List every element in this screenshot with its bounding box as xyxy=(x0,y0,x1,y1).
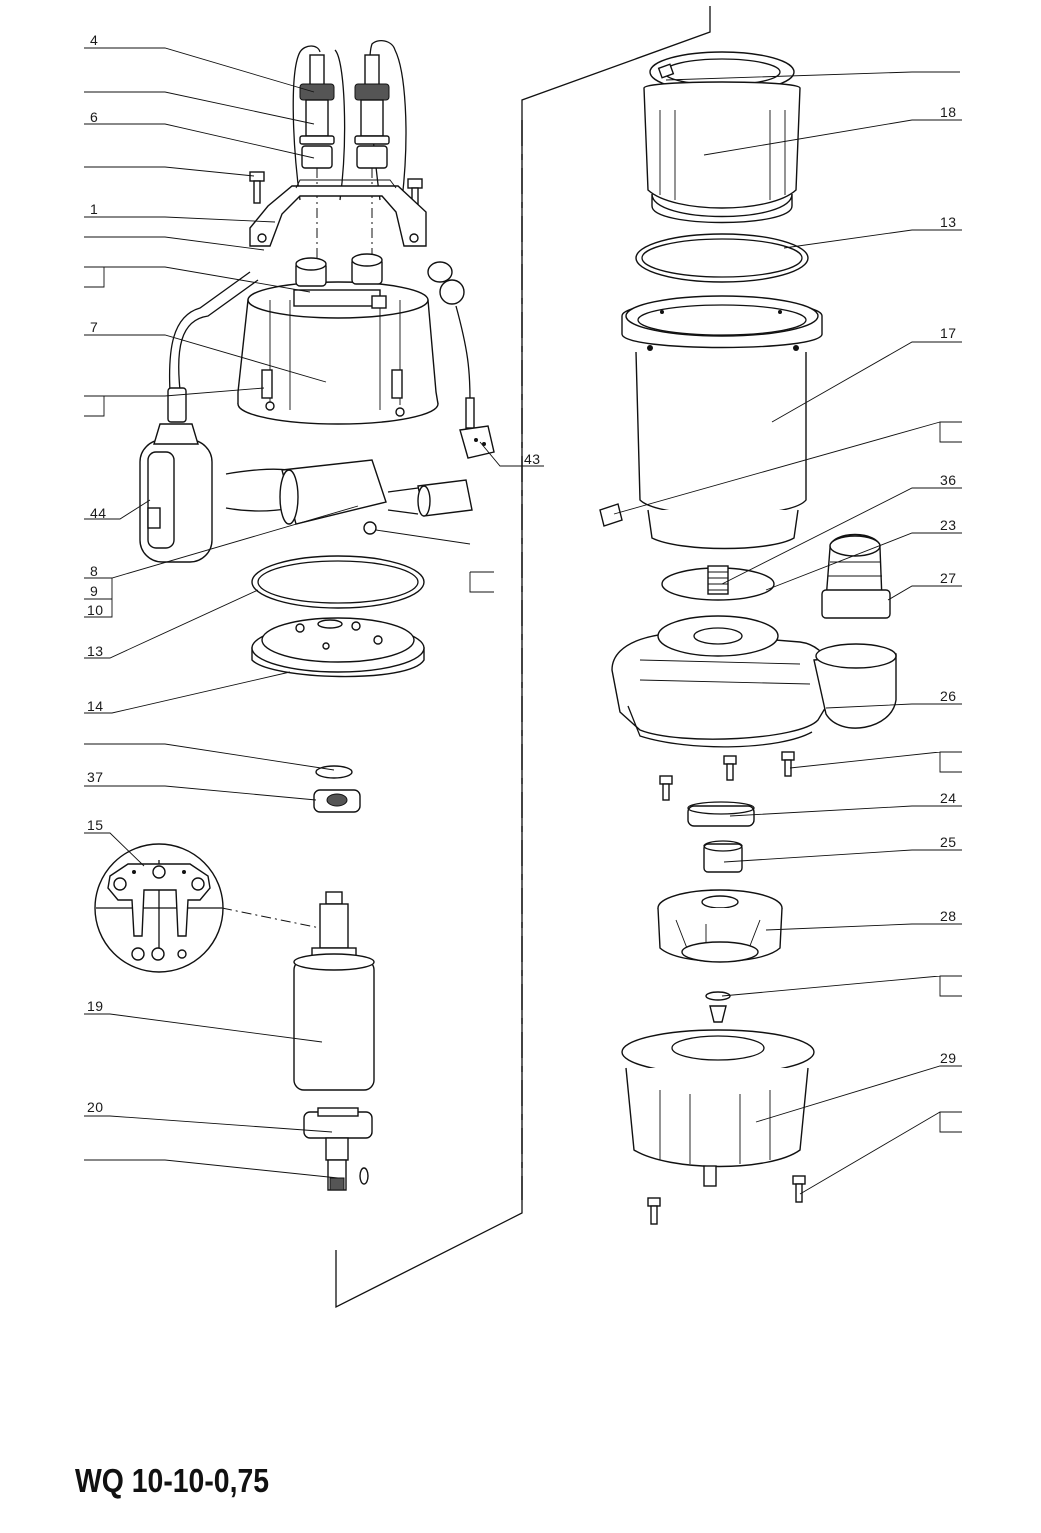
leader-lines xyxy=(84,47,962,1195)
stator xyxy=(643,51,801,224)
mechanical-seal xyxy=(661,565,775,601)
casing-bolts xyxy=(659,751,795,801)
bearing-plate xyxy=(251,617,425,678)
assembly-axis xyxy=(335,6,711,1309)
power-cable-plug xyxy=(427,261,495,459)
callout-labels: 4 6 1 7 44 8 9 10 13 14 37 15 19 20 43 1… xyxy=(87,32,957,1115)
callout-1: 1 xyxy=(90,201,98,217)
outlet-fitting xyxy=(821,533,891,619)
callout-36: 36 xyxy=(940,472,957,488)
callout-29: 29 xyxy=(940,1050,957,1066)
motor-cover xyxy=(237,253,439,425)
callout-27: 27 xyxy=(940,570,957,586)
handle-bracket xyxy=(249,179,427,247)
callout-13-left: 13 xyxy=(87,643,104,659)
callout-19: 19 xyxy=(87,998,104,1014)
callout-9: 9 xyxy=(90,583,98,599)
callout-8: 8 xyxy=(90,563,98,579)
callout-28: 28 xyxy=(940,908,957,924)
callout-25: 25 xyxy=(940,834,957,850)
cable-sleeves xyxy=(225,459,473,535)
callout-20: 20 xyxy=(87,1099,104,1115)
callout-23: 23 xyxy=(940,517,957,533)
terminal-board-detail xyxy=(94,843,321,973)
callout-26: 26 xyxy=(940,688,957,704)
o-ring-stator xyxy=(635,233,809,283)
callout-18: 18 xyxy=(940,104,957,120)
callout-4: 4 xyxy=(90,32,98,48)
callout-6: 6 xyxy=(90,109,98,125)
pump-base xyxy=(621,1029,815,1225)
spacer-sleeve xyxy=(703,840,743,873)
rotor-assembly xyxy=(293,891,375,1191)
bearing-upper xyxy=(313,765,361,813)
impeller-nut xyxy=(705,991,731,1023)
callout-7: 7 xyxy=(90,319,98,335)
motor-housing xyxy=(599,295,823,550)
callout-37: 37 xyxy=(87,769,104,785)
callout-13-right: 13 xyxy=(940,214,957,230)
callout-15: 15 xyxy=(87,817,104,833)
cable-gland-assembly xyxy=(292,39,407,260)
callout-44: 44 xyxy=(90,505,107,521)
model-title: WQ 10-10-0,75 xyxy=(75,1462,270,1499)
callout-43: 43 xyxy=(524,451,541,467)
callout-10: 10 xyxy=(87,602,104,618)
wear-ring xyxy=(687,801,755,827)
callout-24: 24 xyxy=(940,790,957,806)
impeller xyxy=(657,889,783,963)
callout-14: 14 xyxy=(87,698,104,714)
pump-casing xyxy=(611,615,897,748)
o-ring-upper xyxy=(251,555,425,609)
float-switch xyxy=(139,271,259,563)
callout-17: 17 xyxy=(940,325,957,341)
